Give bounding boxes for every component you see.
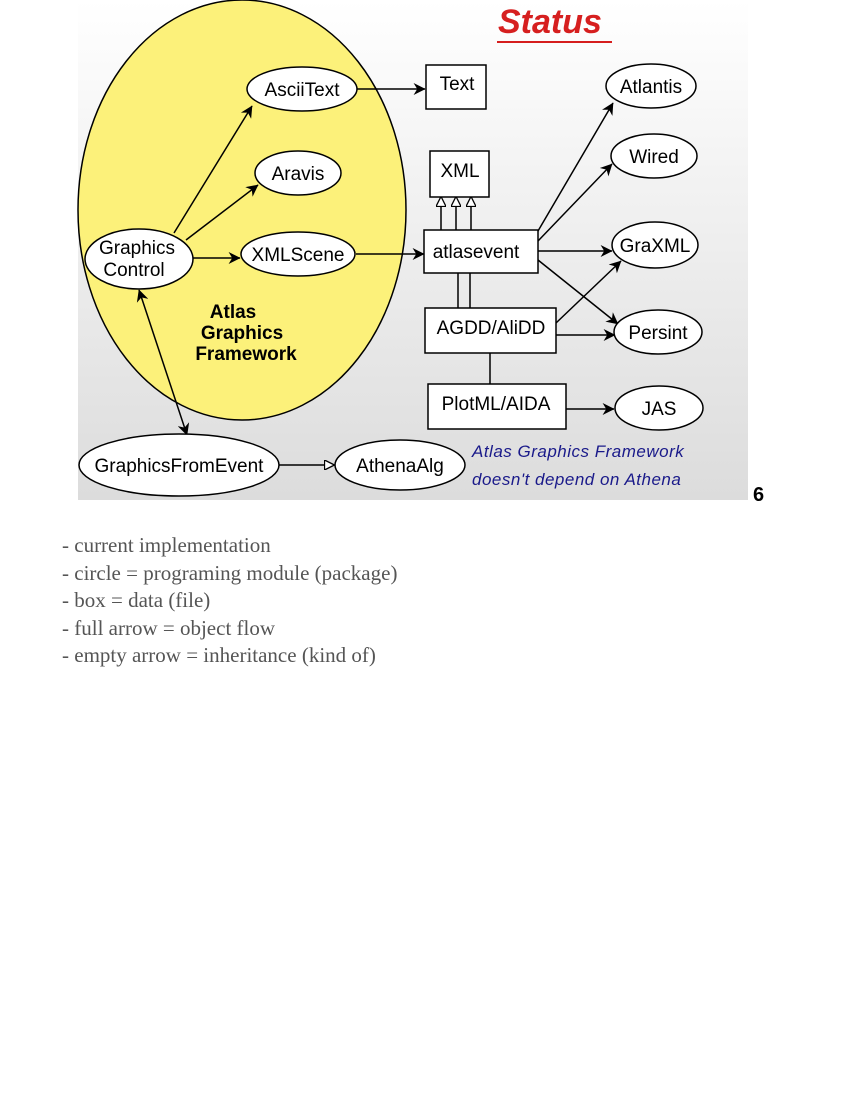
node-shape: [429, 150, 490, 198]
node-label: XMLScene: [252, 245, 345, 266]
node-persint: Persint: [613, 309, 703, 355]
legend-item: - circle = programing module (package): [62, 560, 398, 585]
node-label: AsciiText: [265, 80, 341, 101]
node-label: AthenaAlg: [356, 456, 444, 477]
legend-item: - current implementation: [62, 533, 271, 557]
edge-atlasevent-atlantis: [537, 102, 614, 232]
node-label: Persint: [628, 323, 688, 344]
node-xml-box: XML: [429, 150, 490, 198]
node-atlasevent: atlasevent: [423, 229, 539, 274]
node-shape: [334, 439, 466, 491]
node-label: AGDD/AliDD: [437, 318, 546, 339]
node-label: Wired: [629, 147, 679, 168]
node-graxml: GraXML: [611, 221, 699, 269]
node-label: Control: [103, 260, 164, 281]
page-number: 6: [753, 484, 764, 506]
node-wired: Wired: [610, 133, 698, 179]
node-aravis: Aravis: [254, 150, 342, 196]
node-shape: [78, 433, 280, 497]
node-asciitext: AsciiText: [246, 66, 358, 112]
node-agdd: AGDD/AliDD: [424, 307, 557, 354]
node-text-box: Text: [425, 64, 487, 110]
node-shape: [246, 66, 358, 112]
node-label: JAS: [642, 399, 677, 420]
node-label: PlotML/AIDA: [442, 394, 551, 415]
framework-label-line2: Graphics: [201, 323, 283, 344]
node-atlantis: Atlantis: [605, 63, 697, 109]
node-shape: [611, 221, 699, 269]
node-shape: [423, 229, 539, 274]
edge-atlasevent-persint: [537, 259, 619, 325]
edge-control-aravis: [185, 184, 259, 241]
node-label: Aravis: [272, 164, 325, 185]
slide-title: Status: [498, 3, 602, 41]
node-label: XML: [440, 161, 479, 182]
node-label: Graphics: [99, 238, 175, 259]
framework-label-line1: Atlas: [210, 302, 256, 323]
node-graphics-control: Graphics Control: [84, 228, 194, 290]
legend-item: - box = data (file): [62, 588, 211, 612]
node-shape: [425, 64, 487, 110]
node-label: atlasevent: [433, 242, 520, 263]
node-shape: [614, 385, 704, 431]
node-shape: [424, 307, 557, 354]
node-label: GraXML: [620, 236, 691, 257]
edge-control-graphicsfromevent: [136, 289, 190, 436]
architecture-diagram: Status Atlas Graphics Framework Graphics: [77, 0, 764, 506]
legend-item: - full arrow = object flow: [62, 615, 276, 640]
node-plotml: PlotML/AIDA: [427, 383, 567, 430]
edge-agdd-graxml: [555, 260, 622, 324]
node-shape: [613, 309, 703, 355]
edges: [136, 83, 622, 465]
node-label: Text: [440, 74, 476, 95]
legend-item: - empty arrow = inheritance (kind of): [62, 643, 376, 667]
node-athenaalg: AthenaAlg: [334, 439, 466, 491]
edge-atlasevent-wired: [537, 163, 613, 242]
node-shape: [427, 383, 567, 430]
node-shape: [605, 63, 697, 109]
note-line2: doesn't depend on Athena: [472, 470, 681, 489]
node-label: Atlantis: [620, 77, 682, 98]
node-shape: [84, 228, 194, 290]
node-shape: [610, 133, 698, 179]
node-xmlscene: XMLScene: [240, 231, 356, 277]
edge-control-asciitext: [173, 105, 253, 234]
note-line1: Atlas Graphics Framework: [471, 442, 685, 461]
node-shape: [254, 150, 342, 196]
framework-label-line3: Framework: [195, 344, 297, 365]
node-shape: [240, 231, 356, 277]
legend-list: - current implementation - circle = prog…: [62, 532, 397, 670]
node-label: GraphicsFromEvent: [95, 456, 265, 477]
node-graphicsfromevent: GraphicsFromEvent: [78, 433, 280, 497]
node-jas: JAS: [614, 385, 704, 431]
